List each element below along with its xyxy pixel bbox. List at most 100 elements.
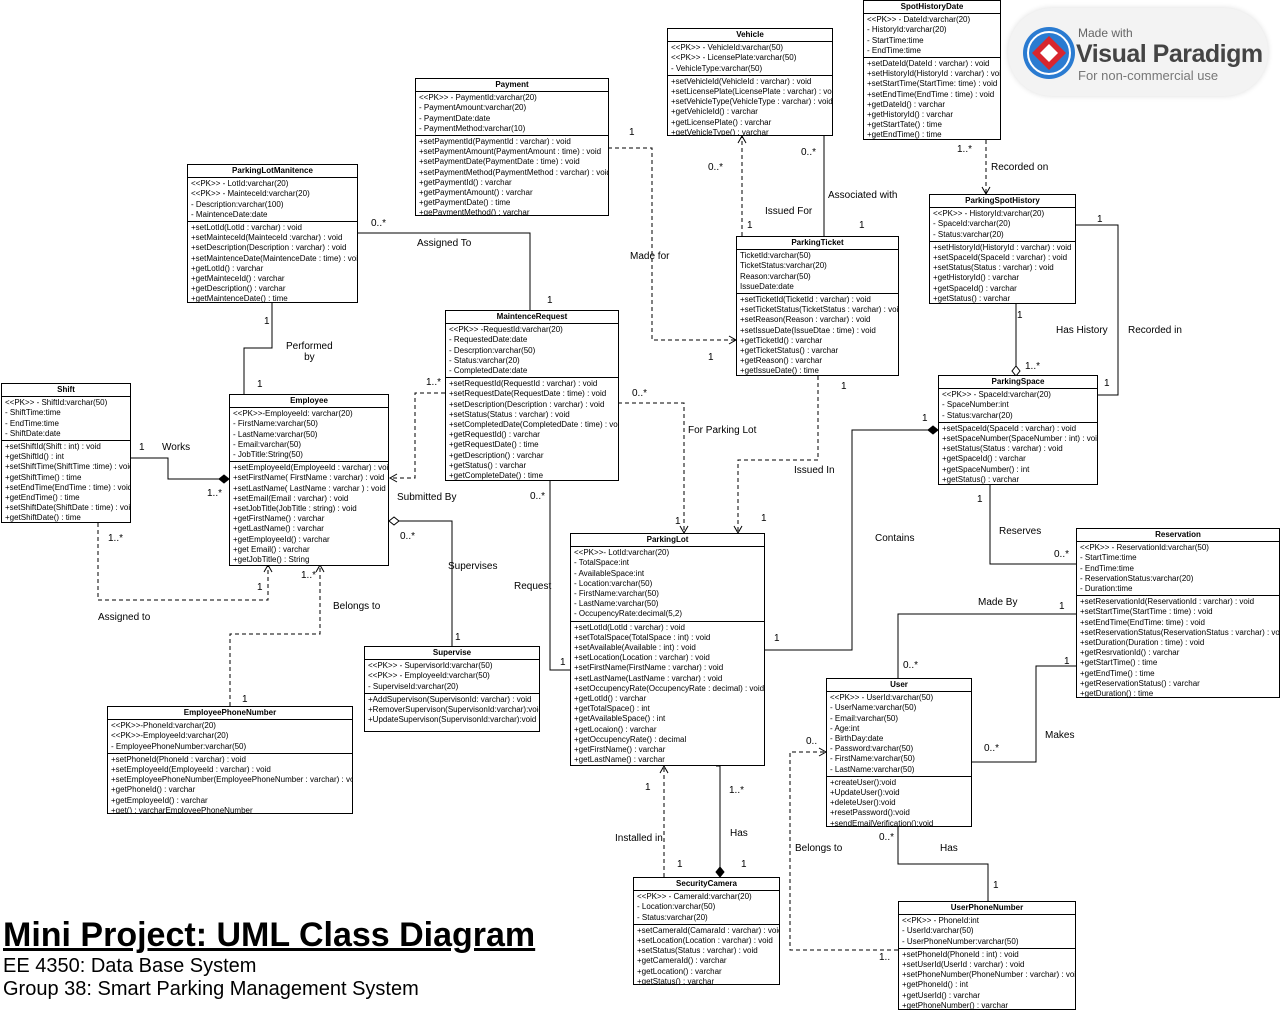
attribute: - Status:varchar(20) [637,912,708,922]
method: +getHistoryId() : varchar [933,273,1020,283]
attribute: <<PK>> - LicensePlate:varchar(50) [671,53,797,63]
method: +gePaymentMethod() : varchar [419,208,530,216]
method: +setCompletedDate(CompletedDate : time) … [449,420,619,430]
class-attributes: <<PK>> - CameraId:varchar(20)- Location:… [634,891,779,925]
multiplicity: 1 [922,413,928,424]
method: +setVehicleId(VehicleId : varchar) : voi… [671,76,812,86]
assoc-ticket-lot [737,376,819,533]
class-vehicle[interactable]: Vehicle<<PK>> - VehicleId:varchar(50)<<P… [667,28,833,136]
multiplicity: 1 [774,633,780,644]
method: +setLotId(LotId : varchar) : void [191,223,302,233]
assoc-request-lot [618,402,685,533]
attribute: - MaintenceDate:date [191,209,268,219]
class-securitycamera[interactable]: SecurityCamera<<PK>> - CameraId:varchar(… [633,877,780,985]
class-parkingspace[interactable]: ParkingSpace<<PK>> - SpaceId:varchar(20)… [938,375,1098,485]
method: +getFirstName() : varchar [233,514,325,524]
class-parkinglotmaintenance[interactable]: ParkingLotManitence<<PK>> - LotId:varcha… [187,164,358,303]
attribute: <<PK>>-EmployeeId: varchar(20) [233,409,353,419]
class-maintenancerequest[interactable]: MaintenceRequest<<PK>> -RequestId:varcha… [445,310,619,481]
class-methods: +setHistoryId(HistoryId : varchar) : voi… [930,242,1075,303]
label-contains: Contains [875,533,915,544]
attribute: <<PK>> - ReservationId:varchar(50) [1080,543,1209,553]
class-supervise[interactable]: Supervise<<PK>> - SupervisorId:varchar(5… [364,646,540,732]
class-shift[interactable]: Shift<<PK>> - ShiftId:varchar(50)- Shift… [1,383,131,523]
method: +getLicensePlate() : varchar [671,117,772,127]
attribute: - BirthDay:date [830,734,884,744]
method: +setMainteceId(MainteceId :varchar) : vo… [191,233,343,243]
method: +getStatus() : varchar [637,976,715,985]
class-parkinglot[interactable]: ParkingLot<<PK>>- LotId:varchar(20)- Tot… [570,533,765,766]
assoc-shift-employee-dashed [97,523,269,601]
label-assigned-to: Assigned To [417,238,472,249]
class-user[interactable]: User<<PK>> - UserId:varchar(50)- UserNam… [826,678,972,827]
attribute: <<PK>> - UserId:varchar(50) [830,693,934,703]
attribute: <<PK>>- LotId:varchar(20) [574,548,670,558]
multiplicity: 0..* [400,531,416,542]
multiplicity: 1..* [426,377,442,388]
attribute: - JobTitle:String(50) [233,450,303,460]
visual-paradigm-logo-icon [1023,27,1075,79]
method: +getStatus() : varchar [942,474,1020,484]
method: +setDateId(DateId : varchar) : void [867,59,990,69]
method: +setStartTime(StartTime: time) : void [867,79,998,89]
method: +getEndTime() : time [5,493,80,503]
multiplicity: 1 [257,379,263,390]
assoc-request-lot-2 [549,480,572,671]
method: +setEndTime(EndTime : time) : void [5,482,131,492]
assoc-recorded-in [1076,224,1119,396]
class-userphonenumber[interactable]: UserPhoneNumber<<PK>> - PhoneId:int- Use… [898,901,1076,1010]
method: +setStartTime(StartTime : time) : void [1080,607,1213,617]
label-associated-with: Associated with [828,190,898,201]
class-name: ParkingTicket [737,237,898,251]
attribute: - FirstName:varchar(50) [830,754,915,764]
multiplicity: 1 [993,880,999,891]
assoc-lot-space [764,429,932,651]
method: +getStatus() : varchar [449,460,527,470]
method: +setTotalSpace(TotalSpace : int) : void [574,632,711,642]
class-attributes: <<PK>> - HistoryId:varchar(20)- SpaceId:… [930,208,1075,242]
attribute: - SuperviseId:varchar(20) [368,681,459,691]
watermark-brand: Visual Paradigm [1076,40,1263,68]
attribute: TicketId:varchar(50) [740,251,811,261]
class-employeephonenumber[interactable]: EmployeePhoneNumber<<PK>>-PhoneId:varcha… [107,706,353,814]
method: +setAvailable(Available : int) : void [574,643,696,653]
attribute: - CompletedDate:date [449,366,528,376]
multiplicity: 1 [560,657,566,668]
multiplicity: 1 [675,516,681,527]
title-block: Mini Project: UML Class Diagram EE 4350:… [3,915,535,1001]
class-methods: +setShiftId(Shift : int) : void+getShift… [2,441,131,523]
label-installed-in: Installed in [615,833,663,844]
attribute: - EndTime:time [1080,563,1134,573]
label-issued-in: Issued In [794,465,835,476]
watermark-made-with: Made with [1078,26,1133,40]
class-parkingspothistory[interactable]: ParkingSpotHistory<<PK>> - HistoryId:var… [929,194,1076,304]
multiplicity: 1..* [207,488,223,499]
class-payment[interactable]: Payment<<PK>> - PaymentId:varchar(20)- P… [415,78,609,216]
class-methods: +setLotId(LotId : varchar) : void+setMai… [188,222,357,302]
attribute: <<PK>> - VehicleId:varchar(50) [671,43,784,53]
class-name: Reservation [1077,529,1279,543]
attribute: IssueDate:date [740,281,794,291]
method: +getShiftDate() : time [5,513,81,523]
composition-diamond [927,425,939,435]
attribute: - HistoryId:varchar(20) [867,25,947,35]
method: +get() : varcharEmployeePhoneNumber [111,805,253,814]
method: +UpdateSupervison(SupervisonId:varchar):… [368,715,537,725]
class-attributes: <<PK>> - VehicleId:varchar(50)<<PK>> - L… [668,42,832,76]
method: +resetPassword():void [830,808,910,818]
composition-diamond [218,474,230,484]
class-reservation[interactable]: Reservation<<PK>> - ReservationId:varcha… [1076,528,1280,698]
method: +setLocation(Location : varchar) : void [637,936,773,946]
attribute: - PaymentMethod:varchar(10) [419,123,526,133]
class-spothistorydate[interactable]: SpotHistoryDate<<PK>> - DateId:varchar(2… [863,0,1001,140]
method: +getResrvationId() : varchar [1080,648,1180,658]
class-employee[interactable]: Employee<<PK>>-EmployeeId: varchar(20)- … [229,394,389,566]
class-name: UserPhoneNumber [899,902,1075,916]
attribute: - OccupencyRate:decimal(5,2) [574,609,683,619]
attribute: <<PK>> - CameraId:varchar(20) [637,892,752,902]
method: +getTicketId() : varchar [740,335,823,345]
method: +getShiftTime() : time [5,472,82,482]
assoc-phone-employee [229,565,321,706]
method: +getVehicleId() : varchar [671,107,758,117]
